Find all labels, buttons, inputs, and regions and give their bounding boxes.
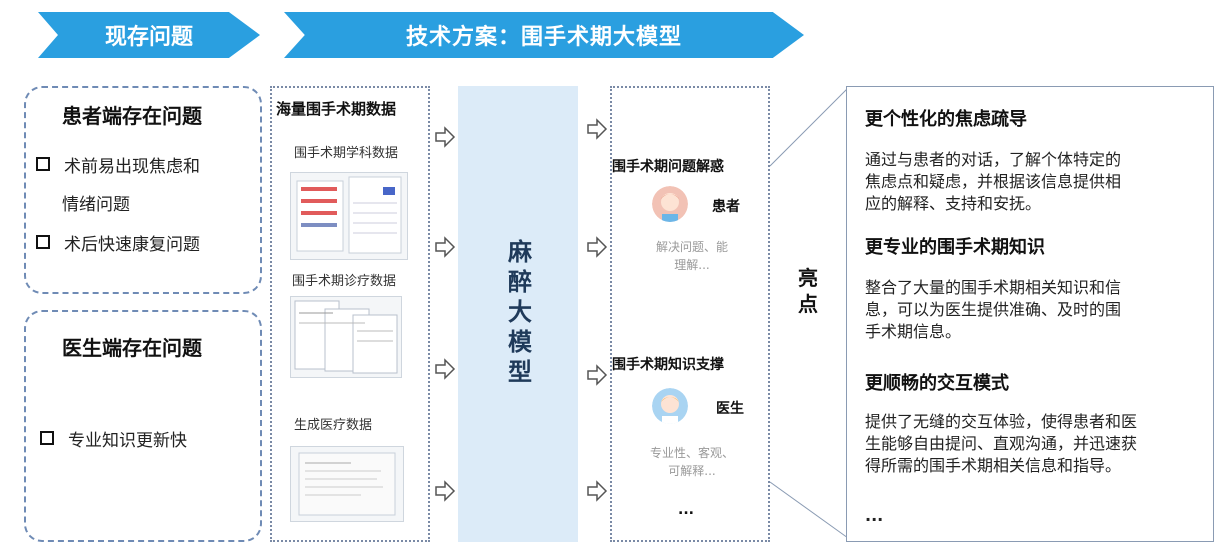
arrow-right-icon bbox=[435, 126, 456, 148]
doctor-item-1-text: 专业知识更新快 bbox=[68, 431, 187, 451]
arrow-right-icon bbox=[587, 236, 608, 258]
checkbox-square-icon bbox=[36, 235, 50, 249]
data-column-title: 海量围手术期数据 bbox=[276, 100, 397, 118]
app-section1-desc-1: 解决问题、能 bbox=[655, 240, 728, 254]
patient-item-1-text: 术前易出现焦虑和 bbox=[64, 157, 200, 177]
data-column bbox=[270, 86, 430, 542]
generated-doc-thumbnail-image bbox=[298, 452, 396, 516]
banner-current-problems: 现存问题 bbox=[38, 12, 260, 58]
patient-item-2-text: 术后快速康复问题 bbox=[64, 235, 200, 255]
app-section2-title: 围手术期知识支撑 bbox=[612, 357, 724, 373]
highlight-3-line-3: 得所需的围手术期相关信息和指导。 bbox=[865, 456, 1122, 475]
data-label-generated: 生成医疗数据 bbox=[294, 418, 373, 433]
highlights-panel: 更个性化的焦虑疏导 通过与患者的对话，了解个体特定的 焦虑点和疑虑，并根据该信息… bbox=[846, 86, 1214, 542]
clinical-data-thumbnail bbox=[290, 296, 402, 378]
app-section2-desc-2: 可解释... bbox=[668, 464, 716, 478]
highlight-2-line-1: 整合了大量的围手术期相关知识和信 bbox=[865, 278, 1122, 297]
arrow-right-icon bbox=[587, 364, 608, 386]
arrow-right-icon bbox=[587, 480, 608, 502]
data-label-discipline: 围手术期学科数据 bbox=[294, 146, 399, 161]
doctor-avatar-icon bbox=[652, 388, 688, 424]
patient-avatar-icon bbox=[652, 186, 688, 222]
document-thumbnail-image bbox=[296, 176, 402, 254]
patient-box-title: 患者端存在问题 bbox=[62, 104, 202, 128]
highlight-3-line-2: 生能够自由提问、直观沟通，并迅速获 bbox=[865, 434, 1138, 453]
highlight-1-line-3: 应的解释、支持和安抚。 bbox=[865, 194, 1042, 213]
application-column bbox=[610, 86, 770, 542]
generated-data-thumbnail bbox=[290, 446, 404, 522]
patient-problems-box bbox=[24, 86, 262, 294]
data-label-clinical: 围手术期诊疗数据 bbox=[292, 274, 397, 289]
highlight-1-line-1: 通过与患者的对话，了解个体特定的 bbox=[865, 150, 1122, 169]
highlight-1-heading: 更个性化的焦虑疏导 bbox=[865, 109, 1027, 130]
patient-item-1-cont-text: 情绪问题 bbox=[62, 195, 130, 215]
highlight-1-line-2: 焦虑点和疑虑，并根据该信息提供相 bbox=[865, 172, 1122, 191]
highlight-3-line-1: 提供了无缝的交互体验，使得患者和医 bbox=[865, 412, 1138, 431]
checkbox-square-icon bbox=[40, 431, 54, 445]
app-section1-title: 围手术期问题解惑 bbox=[612, 159, 724, 175]
discipline-data-thumbnail bbox=[290, 172, 408, 260]
highlights-more: ... bbox=[865, 506, 884, 525]
checkbox-square-icon bbox=[36, 157, 50, 171]
highlight-3-heading: 更顺畅的交互模式 bbox=[865, 373, 1009, 394]
highlight-2-line-3: 手术期信息。 bbox=[865, 322, 962, 341]
records-thumbnail-image bbox=[294, 300, 398, 374]
patient-item-1-cont: 情绪问题 bbox=[62, 190, 130, 215]
highlight-2-heading: 更专业的围手术期知识 bbox=[865, 237, 1045, 258]
app-more: ... bbox=[678, 502, 694, 518]
app-section1-desc-2: 理解... bbox=[674, 258, 710, 272]
doctor-item-1: 专业知识更新快 bbox=[40, 426, 187, 451]
anesthesia-llm-block: 麻醉大模型 bbox=[458, 86, 578, 542]
arrow-right-icon bbox=[435, 236, 456, 258]
app-section2-role: 医生 bbox=[716, 401, 744, 417]
highlight-2-line-2: 息，可以为医生提供准确、及时的围 bbox=[865, 300, 1122, 319]
arrow-right-icon bbox=[435, 358, 456, 380]
highlights-label: 亮点 bbox=[798, 266, 818, 316]
arrow-right-icon bbox=[587, 118, 608, 140]
app-section2-desc-1: 专业性、客观、 bbox=[649, 446, 734, 460]
banner-solution: 技术方案：围手术期大模型 bbox=[284, 12, 804, 58]
doctor-box-title: 医生端存在问题 bbox=[62, 336, 202, 360]
llm-label: 麻醉大模型 bbox=[503, 239, 532, 389]
callout-lines bbox=[770, 87, 849, 539]
doctor-problems-box bbox=[24, 310, 262, 542]
patient-item-1: 术前易出现焦虑和 bbox=[36, 152, 200, 177]
arrow-right-icon bbox=[435, 480, 456, 502]
app-section1-role: 患者 bbox=[712, 199, 740, 215]
patient-item-2: 术后快速康复问题 bbox=[36, 230, 200, 255]
